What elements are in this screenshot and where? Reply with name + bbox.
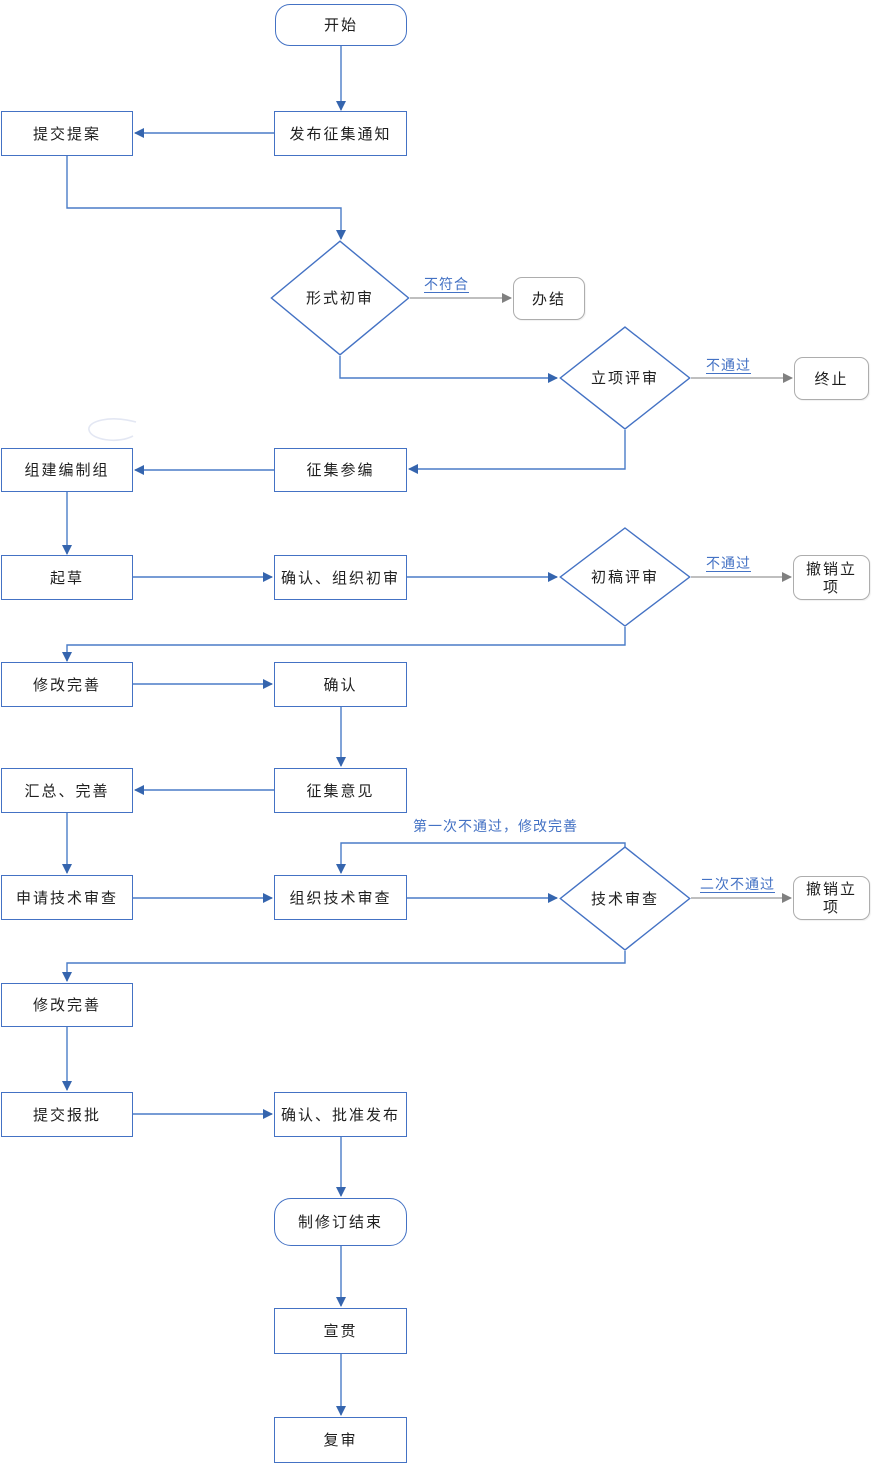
node-label: 开始 (323, 16, 358, 34)
node-end-revision: 制修订结束 (274, 1198, 407, 1246)
node-form-review: 形式初审 (270, 240, 410, 356)
node-label: 起草 (49, 568, 84, 587)
diamond-shape (270, 240, 410, 356)
node-revise-1: 修改完善 (1, 662, 133, 707)
node-revise-2: 修改完善 (1, 983, 133, 1027)
node-label: 撤销立项 (805, 559, 857, 596)
node-label: 发布征集通知 (289, 124, 392, 143)
diamond-shape (559, 846, 691, 951)
edge-projreview-solicit (408, 430, 626, 474)
node-label: 提交提案 (32, 124, 101, 143)
node-label: 初稿评审 (590, 568, 659, 586)
node-label: 确认 (323, 675, 358, 694)
node-label: 修改完善 (32, 996, 101, 1014)
node-tech-review: 技术审查 (559, 846, 691, 951)
node-confirm-publish: 确认、批准发布 (274, 1092, 407, 1137)
node-label: 征集参编 (306, 461, 375, 479)
node-label: 申请技术审查 (15, 888, 118, 907)
node-close-case: 办结 (513, 277, 585, 320)
node-final-review: 复审 (274, 1417, 407, 1463)
diamond-shape (559, 326, 691, 430)
node-confirm: 确认 (274, 662, 407, 707)
node-solicit-opinions: 征集意见 (274, 768, 407, 813)
node-submit-proposal: 提交提案 (1, 111, 133, 156)
node-label: 汇总、完善 (24, 781, 110, 800)
node-terminate: 终止 (794, 357, 869, 400)
node-label: 修改完善 (32, 675, 101, 694)
node-label: 提交报批 (32, 1105, 101, 1124)
edge-label-form-fail: 不符合 (424, 277, 469, 293)
node-confirm-org-review: 确认、组织初审 (274, 555, 407, 600)
node-label: 形式初审 (305, 289, 374, 307)
node-label: 撤销立项 (805, 880, 857, 916)
node-label: 组建编制组 (24, 461, 110, 479)
edge-label-draft-fail: 不通过 (706, 556, 751, 572)
node-label: 宣贯 (323, 1322, 358, 1340)
edge-label-project-fail: 不通过 (706, 358, 751, 374)
node-label: 办结 (531, 289, 566, 308)
node-start: 开始 (275, 4, 407, 46)
node-label: 确认、组织初审 (280, 568, 400, 587)
node-label: 复审 (323, 1431, 358, 1449)
node-project-review: 立项评审 (559, 326, 691, 430)
node-solicit-participants: 征集参编 (274, 448, 407, 492)
node-label: 制修订结束 (297, 1213, 383, 1231)
node-submit-approval: 提交报批 (1, 1092, 133, 1137)
node-label: 组织技术审查 (289, 888, 392, 907)
node-cancel-project-2: 撤销立项 (793, 876, 870, 920)
node-label: 立项评审 (590, 369, 659, 387)
node-label: 确认、批准发布 (280, 1105, 400, 1124)
node-label: 终止 (814, 369, 849, 388)
stray-curve-artifact (88, 418, 137, 442)
edge-label-tech-first-fail: 第一次不通过，修改完善 (413, 819, 578, 835)
node-org-tech-review: 组织技术审查 (274, 875, 407, 920)
edge-formreview-projreview (339, 356, 558, 383)
node-publish-notice: 发布征集通知 (274, 111, 407, 156)
node-cancel-project-1: 撤销立项 (793, 555, 870, 600)
node-label: 征集意见 (306, 781, 375, 800)
node-promote: 宣贯 (274, 1308, 407, 1354)
edge-submit-formreview (66, 156, 346, 240)
edge-draftreview-revise1 (62, 627, 626, 662)
node-apply-tech-review: 申请技术审查 (1, 875, 133, 920)
node-draft: 起草 (1, 555, 133, 600)
edge-techreview-revise2 (62, 951, 626, 982)
node-summarize: 汇总、完善 (1, 768, 133, 813)
node-form-team: 组建编制组 (1, 448, 133, 492)
edge-label-tech-second-fail: 二次不通过 (700, 877, 775, 893)
node-draft-review: 初稿评审 (559, 527, 691, 627)
node-label: 技术审查 (590, 889, 659, 908)
diamond-shape (559, 527, 691, 627)
